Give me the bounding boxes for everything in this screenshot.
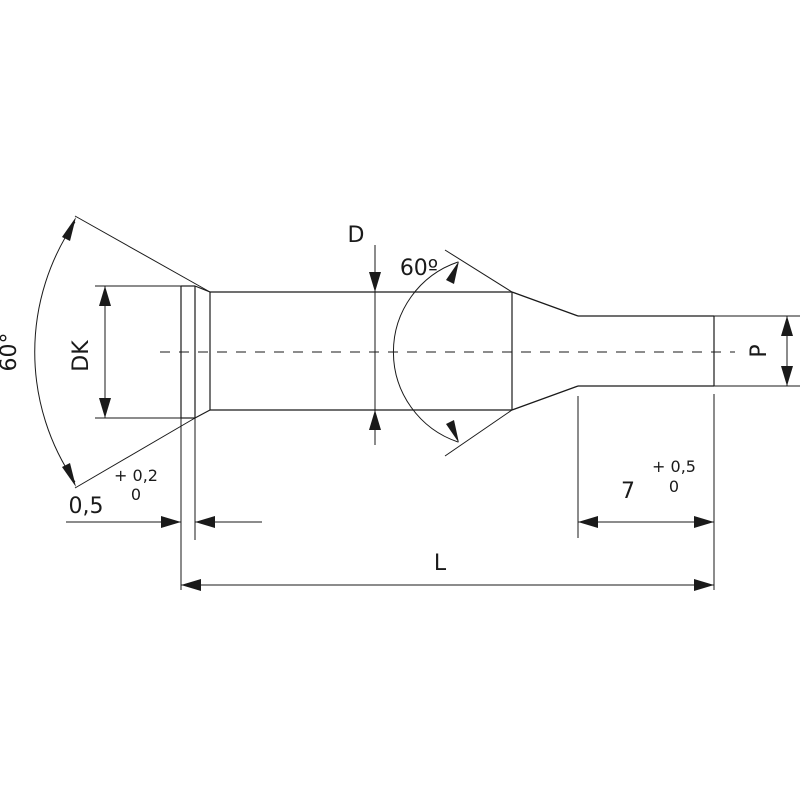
l-label: L — [434, 551, 447, 576]
tip-length-dimension — [577, 394, 715, 590]
tip-tol-upper: + 0,5 — [652, 457, 696, 476]
angle-taper-label: 60º — [400, 256, 438, 281]
tip-length-label: 7 — [621, 479, 635, 504]
d-dimension — [369, 245, 381, 445]
taper-angle-dimension — [392, 249, 513, 457]
head-tol-upper: + 0,2 — [114, 466, 158, 485]
head-offset-label: 0,5 — [69, 494, 104, 519]
head-offset-dimension — [66, 418, 262, 590]
head-tol-lower: 0 — [131, 485, 141, 504]
dk-label: DK — [69, 340, 94, 372]
angle-head-label: 60° — [0, 333, 22, 372]
p-dimension — [714, 315, 800, 387]
p-label: P — [747, 344, 772, 357]
tip-tol-lower: 0 — [669, 477, 679, 496]
part-outline — [180, 285, 715, 419]
head-angle-dimension — [34, 215, 211, 489]
dk-dimension — [95, 285, 181, 419]
l-dimension — [181, 579, 714, 591]
d-label: D — [348, 223, 365, 248]
